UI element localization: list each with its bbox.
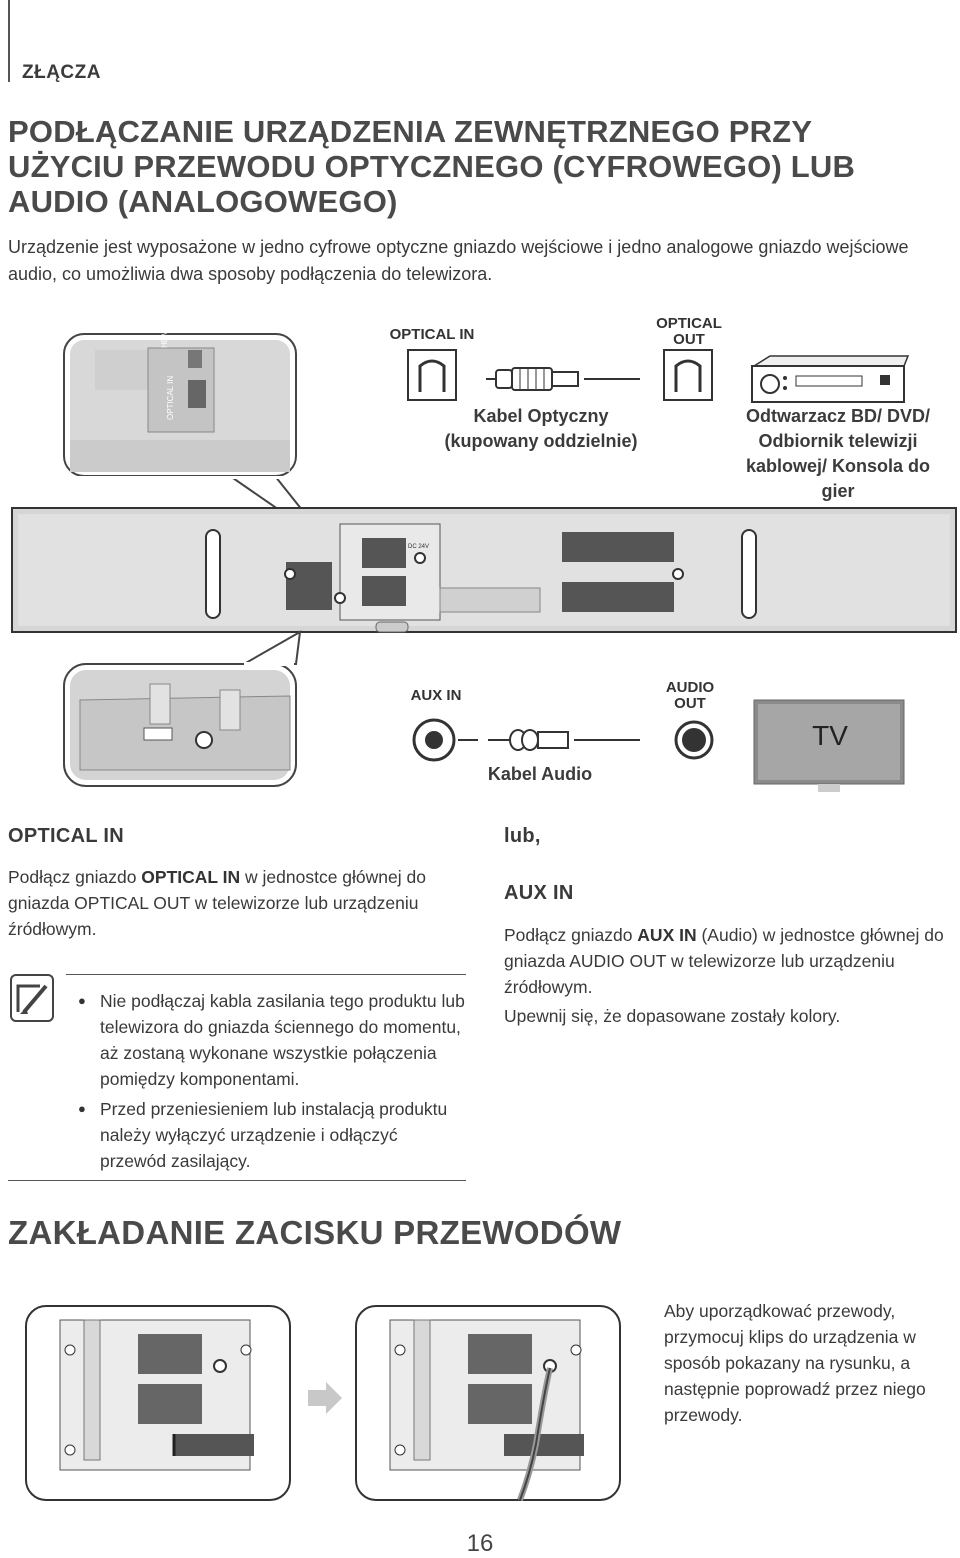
note-item: Przed przeniesieniem lub instalacją prod… [78, 1096, 468, 1174]
optical-in-heading: OPTICAL IN [8, 825, 124, 847]
aux-in-text: Podłącz gniazdo AUX IN (Audio) w jednost… [504, 922, 944, 1000]
optical-out-label: OPTICAL OUT [656, 315, 722, 348]
aux-in-jack-icon [412, 718, 478, 762]
optical-out-port-icon [663, 349, 713, 401]
tv-label: TV [812, 720, 848, 751]
aux-in-text-post: (Audio) w jednostce głównej do gniazda A… [504, 925, 944, 997]
aux-port-zoom [63, 630, 302, 787]
note-box: Nie podłączaj kabla zasilania tego produ… [8, 972, 466, 1182]
port-dc-label: DC 24V [408, 544, 430, 550]
optical-in-text-pre: Podłącz gniazdo [8, 867, 142, 887]
aux-in-label: AUX IN [410, 687, 462, 704]
audio-out-jack-icon [674, 720, 714, 760]
connection-diagram-svg [11, 333, 957, 792]
port-hdmi-label: HDMI [160, 327, 169, 348]
optical-cable-icon [486, 367, 640, 391]
audio-cable-label: Kabel Audio [487, 764, 593, 784]
header-rule [8, 0, 10, 82]
page-title: PODŁĄCZANIE URZĄDZENIA ZEWNĘTRZNEGO PRZY… [8, 114, 856, 219]
or-label: lub, [504, 825, 541, 847]
port-optical-label: OPTICAL IN [166, 375, 175, 420]
optical-in-port-icon [407, 349, 457, 401]
intro-text: Urządzenie jest wyposażone w jedno cyfro… [8, 237, 909, 284]
clamp-heading: ZAKŁADANIE ZACISKU PRZEWODÓW [8, 1214, 622, 1251]
optical-in-text: Podłącz gniazdo OPTICAL IN w jednostce g… [8, 864, 464, 942]
note-icon [10, 974, 54, 1022]
optical-port-zoom [63, 333, 331, 546]
note-bottom-rule [8, 1180, 466, 1181]
soundbar-back-panel [11, 507, 957, 633]
audio-cable-icon [488, 729, 640, 751]
optical-in-text-bold: OPTICAL IN [141, 867, 241, 887]
tv-icon [753, 699, 905, 792]
audio-out-label: AUDIO OUT [665, 679, 715, 712]
source-device-label: Odtwarzacz BD/ DVD/ Odbiornik telewizji … [745, 406, 931, 501]
clamp-step2-image [355, 1305, 621, 1502]
aux-in-color-note: Upewnij się, że dopasowane zostały kolor… [504, 1006, 841, 1026]
optical-cable-label: Kabel Optyczny (kupowany oddzielnie) [444, 406, 638, 451]
optical-in-text-post: w jednostce głównej do gniazda OPTICAL O… [8, 867, 426, 939]
aux-in-text-pre: Podłącz gniazdo [504, 925, 638, 945]
aux-in-heading: AUX IN [504, 882, 574, 904]
note-top-rule [66, 974, 466, 975]
clamp-text: Aby uporządkować przewody, przymocuj kli… [664, 1301, 926, 1425]
connection-diagram: OPTICAL IN OPTICAL OUT Kabel Optyczny (k… [0, 300, 960, 810]
aux-in-text-bold: AUX IN [637, 925, 697, 945]
section-label: ZŁĄCZA [22, 62, 101, 83]
note-item: Nie podłączaj kabla zasilania tego produ… [78, 988, 468, 1092]
page-number: 16 [466, 1530, 494, 1557]
bd-player-icon [751, 355, 910, 403]
optical-in-label: OPTICAL IN [389, 326, 475, 343]
note-list: Nie podłączaj kabla zasilania tego produ… [78, 988, 468, 1178]
arrow-right-icon [308, 1382, 342, 1414]
clamp-step1-image [25, 1305, 291, 1501]
